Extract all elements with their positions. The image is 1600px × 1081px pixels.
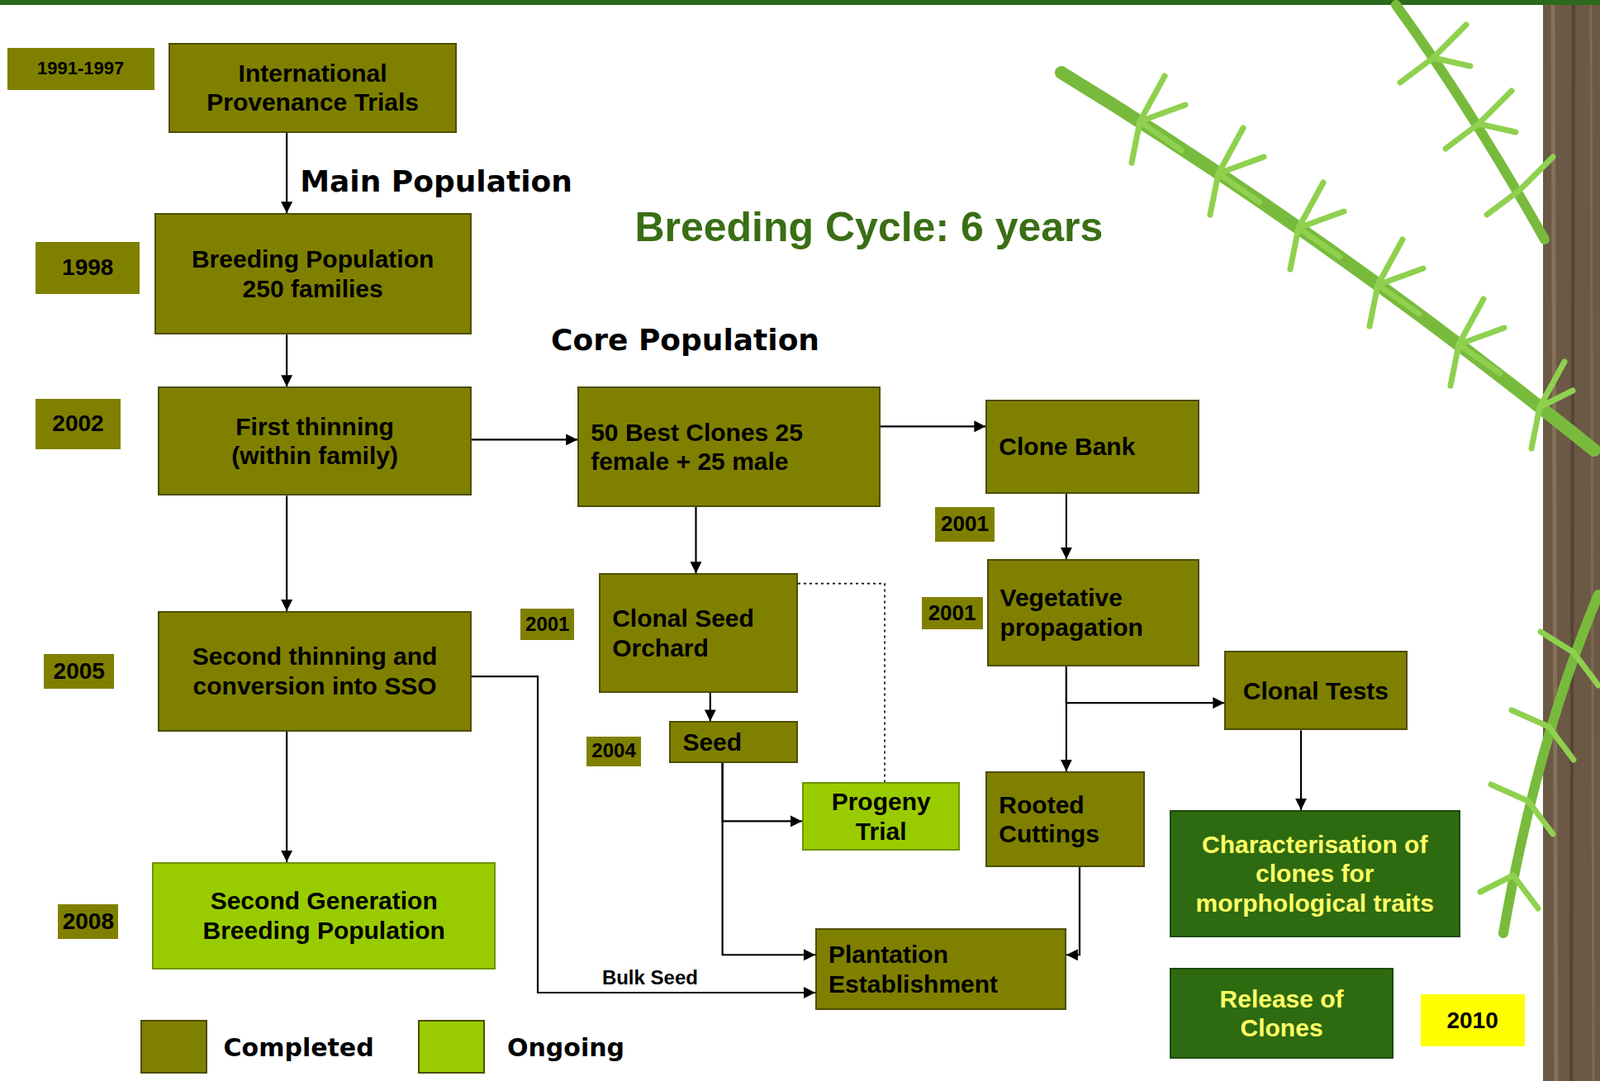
section-heading: Breeding Cycle: 6 years <box>634 202 1103 252</box>
box-text: Clone Bank <box>998 432 1135 461</box>
process-box: Progeny Trial <box>802 782 960 851</box>
process-box: Clonal Seed Orchard <box>598 573 798 694</box>
arrow-connector <box>709 693 712 722</box>
arrow-connector <box>285 731 288 863</box>
box-text: Plantation Establishment <box>828 940 1054 999</box>
year-tag: 2010 <box>1420 994 1525 1047</box>
box-text: Vegetative propagation <box>1000 583 1187 642</box>
year-tag: 2001 <box>935 507 996 542</box>
illustration-part <box>1552 4 1557 1081</box>
illustration-part <box>1571 4 1574 1081</box>
illustration-part <box>1590 4 1594 1081</box>
illustration-part <box>1480 631 1599 909</box>
year-tag: 2005 <box>43 654 114 689</box>
process-box: Release of Clones <box>1169 968 1395 1059</box>
process-box: Second thinning and conversion into SSO <box>157 611 471 732</box>
arrow-connector <box>285 132 288 214</box>
process-box: Vegetative propagation <box>987 559 1200 667</box>
arrow-connector <box>1065 493 1068 560</box>
process-box: 50 Best Clones 25 female + 25 male <box>577 386 881 508</box>
box-text: Breeding Population 250 families <box>180 244 446 304</box>
year-tag: 2008 <box>57 904 119 940</box>
arrow-connector <box>722 763 803 822</box>
box-text: Rooted Cuttings <box>998 790 1132 850</box>
process-box: Second Generation Breeding Population <box>151 862 496 970</box>
process-box: Seed <box>669 721 798 764</box>
illustration-part <box>1395 4 1545 240</box>
legend-text: Ongoing <box>507 1033 625 1063</box>
dotted-connector <box>797 583 885 784</box>
legend-swatch <box>417 1020 485 1073</box>
box-text: International Provenance Trials <box>181 58 445 118</box>
box-text: Clonal Seed Orchard <box>612 603 785 663</box>
illustration-part <box>1543 4 1600 1081</box>
connector-label: Bulk Seed <box>599 966 701 990</box>
process-box: International Provenance Trials <box>168 42 458 133</box>
legend-swatch <box>140 1020 207 1073</box>
arrow-connector <box>880 425 986 428</box>
box-text: Second thinning and conversion into SSO <box>170 641 458 701</box>
process-box: Clonal Tests <box>1224 650 1407 731</box>
box-text: First thinning (within family) <box>207 412 423 471</box>
year-tag: 2002 <box>35 398 121 450</box>
arrow-connector <box>471 438 578 441</box>
arrow-connector <box>285 334 288 387</box>
illustration-part <box>1400 24 1553 215</box>
box-text: 50 Best Clones 25 female + 25 male <box>590 417 839 477</box>
box-text: Seed <box>682 727 742 757</box>
process-box: Characterisation of clones for morpholog… <box>1169 810 1461 938</box>
year-tag: 1991-1997 <box>7 47 155 91</box>
process-box: First thinning (within family) <box>157 386 471 496</box>
section-heading: Main Population <box>299 163 573 200</box>
tree-trunk <box>1543 4 1600 1081</box>
year-tag: 2004 <box>586 736 641 767</box>
process-box: Rooted Cuttings <box>985 771 1145 868</box>
arrow-connector <box>285 495 288 612</box>
legend-text: Completed <box>223 1033 375 1063</box>
box-text: Clonal Tests <box>1243 676 1389 706</box>
box-text: Second Generation Breeding Population <box>183 886 465 945</box>
top-bar <box>0 0 1600 5</box>
process-box: Clone Bank <box>985 399 1199 494</box>
year-tag: 2001 <box>921 597 983 631</box>
year-tag: 1998 <box>35 242 140 295</box>
arrow-connector <box>1300 730 1302 810</box>
arrow-connector <box>1066 666 1225 703</box>
box-text: Progeny Trial <box>815 787 947 846</box>
process-box: Breeding Population 250 families <box>154 213 472 335</box>
process-box: Plantation Establishment <box>815 928 1067 1011</box>
arrow-connector <box>471 676 816 993</box>
year-tag: 2001 <box>520 608 575 640</box>
arrow-connector <box>1066 867 1080 955</box>
box-text: Characterisation of clones for morpholog… <box>1182 830 1448 918</box>
section-heading: Core Population <box>550 322 820 358</box>
arrow-connector <box>694 507 697 574</box>
box-text: Release of Clones <box>1182 984 1382 1044</box>
